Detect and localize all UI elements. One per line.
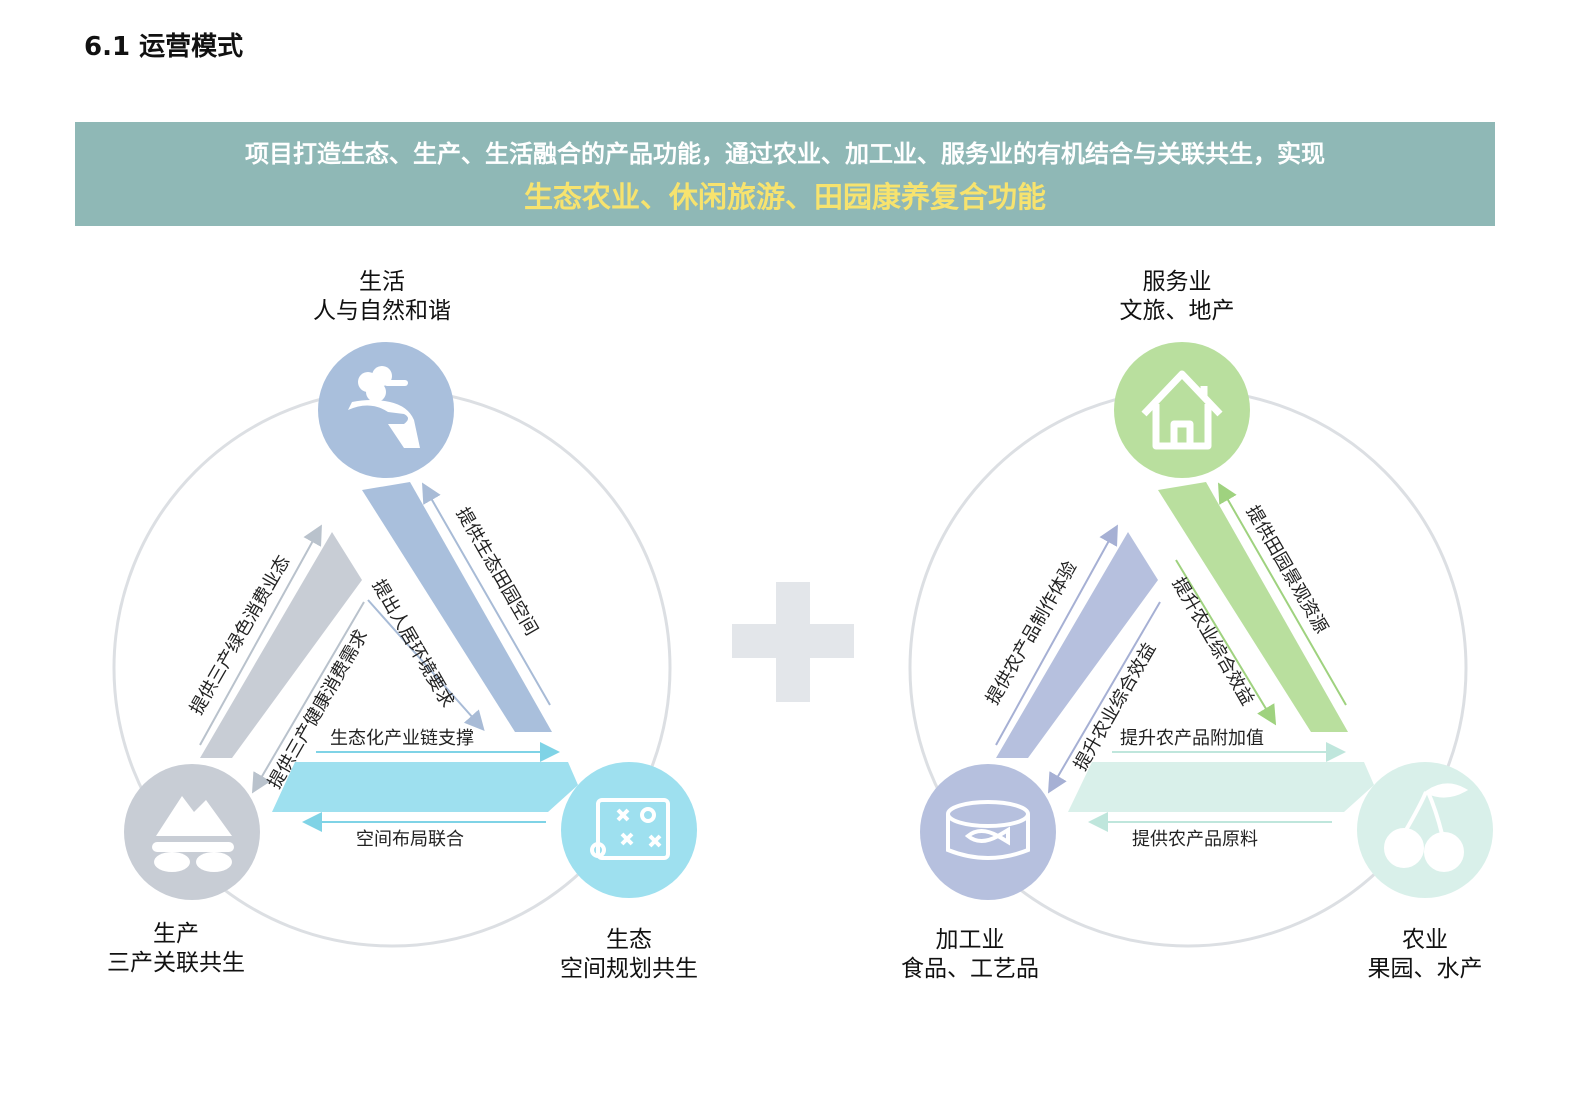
- hand-clover-icon: [348, 366, 420, 448]
- left-edge-bottom-bottom: 空间布局联合: [356, 829, 464, 850]
- right-edge-bottom-top: 提升农产品附加值: [1120, 728, 1264, 749]
- right-bottom-right-title: 农业: [1402, 927, 1448, 953]
- left-top-title: 生活: [359, 269, 405, 295]
- left-edge-bottom-top: 生态化产业链支撑: [330, 728, 474, 749]
- right-arrow-right-inner: [1175, 559, 1277, 726]
- cherry-icon: [1384, 783, 1469, 872]
- right-top-title: 服务业: [1142, 269, 1212, 295]
- right-node-bottom-right: [1357, 762, 1493, 898]
- right-top-subtitle: 文旅、地产: [1119, 298, 1235, 324]
- left-band-left: [200, 532, 362, 758]
- right-arrow-right-outer: [1218, 482, 1347, 706]
- left-bottom-right-subtitle: 空间规划共生: [560, 956, 698, 982]
- left-top-label: 生活 人与自然和谐: [252, 268, 512, 326]
- house-icon: [1141, 370, 1223, 450]
- right-bottom-left-title: 加工业: [935, 927, 1005, 953]
- right-arrow-left-outer: [995, 524, 1118, 746]
- right-arrow-left-inner: [1047, 601, 1161, 794]
- right-bottom-right-label: 农业 果园、水产: [1295, 926, 1555, 984]
- right-band-left: [996, 532, 1158, 758]
- summary-banner: 项目打造生态、生产、生活融合的产品功能，通过农业、加工业、服务业的有机结合与关联…: [75, 122, 1495, 226]
- right-top-label: 服务业 文旅、地产: [1047, 268, 1307, 326]
- left-top-subtitle: 人与自然和谐: [313, 298, 451, 324]
- right-node-bottom-left: [920, 764, 1056, 900]
- left-arrow-right-inner: [367, 599, 485, 731]
- mountain-icon: [152, 796, 234, 872]
- left-arrow-right-outer: [422, 482, 551, 706]
- right-band-right: [1158, 482, 1348, 732]
- left-arrow-left-outer: [199, 524, 322, 746]
- right-band-bottom: [1068, 762, 1374, 812]
- right-edge-bottom-bottom: 提供农产品原料: [1132, 829, 1258, 850]
- left-cycle: 提供生态田园空间 提出人居环境要求 提供三产绿色消费业态 提供三产健康消费需求 …: [112, 342, 697, 948]
- map-plan-icon: [590, 798, 670, 860]
- banner-line-1: 项目打造生态、生产、生活融合的产品功能，通过农业、加工业、服务业的有机结合与关联…: [245, 140, 1325, 168]
- page-title: 6.1 运营模式: [84, 32, 244, 62]
- left-node-top: [318, 342, 454, 478]
- left-bottom-left-title: 生产: [153, 921, 199, 947]
- banner-line-2: 生态农业、休闲旅游、田园康养复合功能: [523, 180, 1046, 214]
- right-cycle: 提供田园景观资源 提升农业综合效益 提供农产品制作体验 提升农业综合效益 提升农…: [908, 342, 1493, 948]
- fish-can-icon: [946, 800, 1030, 860]
- left-node-bottom-right: [561, 762, 697, 898]
- plus-icon: [732, 582, 854, 702]
- right-bottom-right-subtitle: 果园、水产: [1367, 956, 1483, 982]
- left-node-bottom-left: [124, 764, 260, 900]
- left-band-right: [362, 482, 552, 732]
- right-node-top: [1114, 342, 1250, 478]
- left-arrow-left-inner: [251, 601, 365, 794]
- right-bottom-left-subtitle: 食品、工艺品: [901, 956, 1039, 982]
- left-bottom-left-label: 生产 三产关联共生: [46, 920, 306, 978]
- left-bottom-left-subtitle: 三产关联共生: [107, 950, 245, 976]
- left-bottom-right-label: 生态 空间规划共生: [499, 926, 759, 984]
- left-band-bottom: [272, 762, 578, 812]
- left-bottom-right-title: 生态: [606, 927, 652, 953]
- right-bottom-left-label: 加工业 食品、工艺品: [840, 926, 1100, 984]
